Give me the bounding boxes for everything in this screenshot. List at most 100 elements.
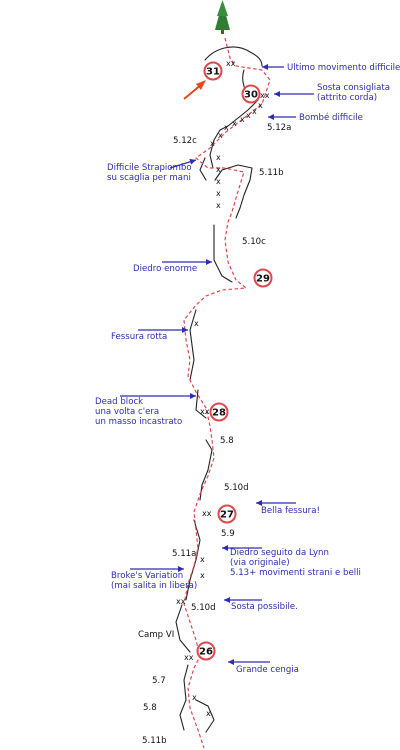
annotation-text: Broke's Variation (111, 571, 183, 581)
grade-label: 5.11a (172, 549, 196, 559)
arrowhead-icon (189, 158, 196, 165)
svg-text:x: x (258, 101, 263, 110)
bolt-markers: xx xx x x x x x x x x x x x x x x xx xx … (176, 59, 270, 718)
grade-label: Camp VI (138, 630, 174, 640)
svg-text:xx: xx (226, 59, 236, 68)
grade-label: 5.11b (142, 736, 167, 746)
pitch-marker: 27 (217, 504, 237, 524)
annotation-text: Bella fessura! (261, 506, 320, 516)
annotation-text: Difficile Strapiombo (107, 163, 192, 173)
grade-label: 5.12c (173, 136, 197, 146)
annotation-text: Ultimo movimento difficile (287, 63, 400, 73)
annotation: Grande cengia (228, 659, 299, 675)
svg-text:x: x (232, 119, 237, 128)
svg-text:xx: xx (184, 653, 194, 662)
pitch-number: 26 (199, 647, 213, 658)
svg-text:xx: xx (260, 91, 270, 100)
grade-label: 5.9 (221, 529, 235, 539)
annotation-text: Fessura rotta (111, 332, 167, 342)
rock-features (175, 46, 263, 733)
grade-label: 5.8 (143, 703, 157, 713)
pitch-markers: 31 30 29 28 27 26 (196, 61, 273, 661)
annotation: Ultimo movimento difficile (262, 63, 400, 73)
arrowhead-icon (178, 566, 184, 572)
arrowhead-icon (224, 597, 230, 603)
svg-text:x: x (252, 107, 257, 116)
svg-text:x: x (240, 115, 245, 124)
annotation: Fessura rotta (111, 327, 188, 342)
pitch-number: 27 (220, 510, 234, 521)
annotation: Broke's Variation(mai salita in libera) (111, 566, 197, 591)
svg-text:x: x (200, 571, 205, 580)
svg-text:x: x (216, 201, 221, 210)
annotation-text: Dead block (95, 397, 143, 407)
svg-text:x: x (218, 131, 223, 140)
annotation-text: una volta c'era (95, 407, 159, 417)
annotation-text: Sosta possibile. (231, 602, 298, 612)
grade-labels: 5.12a 5.12c 5.11b 5.10c 5.8 5.10d 5.9 5.11a 5.10… (138, 123, 291, 746)
annotation-text: Diedro enorme (133, 264, 197, 274)
pitch-marker: 31 (203, 61, 223, 81)
svg-text:x: x (216, 153, 221, 162)
grade-label: 5.12a (267, 123, 291, 133)
annotation-text: (attrito corda) (317, 93, 377, 103)
pitch-number: 31 (206, 67, 220, 78)
annotation-text: un masso incastrato (95, 417, 182, 427)
svg-text:x: x (216, 189, 221, 198)
annotation: Sosta consigliata(attrito corda) (274, 83, 390, 103)
svg-text:x: x (194, 319, 199, 328)
grade-label: 5.10d (224, 483, 249, 493)
svg-text:x: x (192, 693, 197, 702)
svg-text:xx: xx (176, 597, 186, 606)
arrowhead-icon (262, 64, 268, 70)
annotation-text: Diedro seguito da Lynn (230, 548, 329, 558)
svg-text:x: x (246, 111, 251, 120)
pitch-marker: 30 (241, 84, 261, 104)
svg-text:x: x (216, 165, 221, 174)
arrowhead-icon (274, 91, 280, 97)
annotation-text: (via originale) (230, 558, 290, 568)
pitch-number: 29 (256, 274, 270, 285)
pitch-number: 28 (212, 408, 226, 419)
annotation: Diedro seguito da Lynn(via originale)5.1… (222, 545, 361, 578)
grade-label: 5.10c (242, 237, 266, 247)
arrowhead-icon (228, 659, 234, 665)
arrowhead-icon (256, 500, 262, 506)
arrowhead-icon (268, 114, 274, 120)
svg-text:x: x (200, 555, 205, 564)
annotation: Diedro enorme (133, 259, 212, 274)
arrowhead-icon (206, 259, 212, 265)
annotation: Sosta possibile. (224, 597, 298, 612)
grade-label: 5.10d (191, 603, 216, 613)
red-arrow-icon (183, 80, 206, 100)
grade-label: 5.8 (220, 436, 234, 446)
svg-text:x: x (206, 709, 211, 718)
svg-text:xx: xx (200, 407, 210, 416)
annotation-text: su scaglia per mani (107, 173, 191, 183)
svg-text:x: x (216, 177, 221, 186)
arrowhead-icon (190, 393, 196, 399)
annotation: Bella fessura! (256, 500, 320, 516)
pitch-marker: 29 (253, 268, 273, 288)
pitch-marker: 26 (196, 641, 216, 661)
pitch-number: 30 (244, 90, 258, 101)
annotation: Bombé difficile (268, 112, 363, 123)
grade-label: 5.7 (152, 676, 166, 686)
grade-label: 5.11b (259, 168, 284, 178)
svg-text:xx: xx (202, 509, 212, 518)
annotation-text: Bombé difficile (299, 112, 363, 123)
tree-icon (215, 0, 230, 34)
svg-text:x: x (210, 139, 215, 148)
annotation-text: Sosta consigliata (317, 83, 390, 93)
svg-text:x: x (224, 123, 229, 132)
climbing-route-line (183, 37, 271, 749)
pitch-marker: 28 (209, 402, 229, 422)
annotation-text: (mai salita in libera) (111, 581, 197, 591)
annotation-text: 5.13+ movimenti strani e belli (230, 568, 361, 578)
annotation-text: Grande cengia (236, 665, 299, 675)
arrowhead-icon (222, 545, 228, 551)
